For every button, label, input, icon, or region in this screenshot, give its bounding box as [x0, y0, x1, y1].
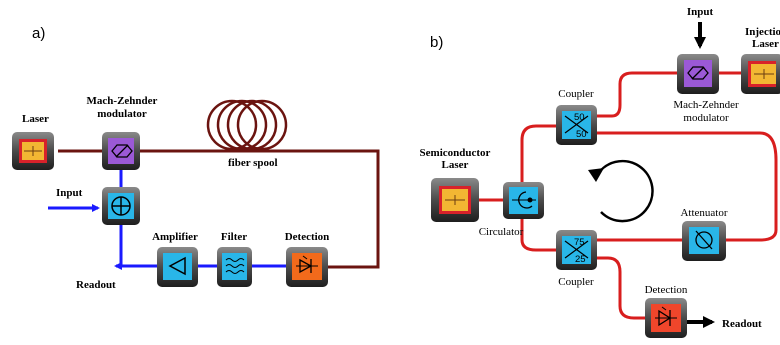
detection-b: [645, 298, 687, 338]
adder-a: [102, 187, 140, 225]
mzm-a-label-2: modulator: [97, 108, 147, 120]
circulator: [503, 182, 544, 219]
laser-a-label: Laser: [22, 113, 49, 125]
injection-laser-label-2: Laser: [752, 38, 779, 50]
injection-laser: [741, 54, 780, 94]
readout-a-label: Readout: [76, 279, 116, 291]
readout-b-label: Readout: [722, 318, 762, 330]
input-b-label: Input: [687, 6, 714, 18]
detection-a-label: Detection: [285, 231, 330, 243]
input-a-label: Input: [56, 187, 83, 199]
loop-direction-icon: [588, 159, 654, 223]
detection-b-label: Detection: [645, 284, 688, 296]
amplifier-a: [157, 247, 198, 287]
semiconductor-laser-label-2: Laser: [442, 159, 469, 171]
coupler-top-ratio-b: 50: [576, 129, 587, 140]
filter-a-label: Filter: [221, 231, 247, 243]
filter-a: [217, 247, 252, 287]
fiber-spool: [206, 99, 288, 151]
mzm-b: [677, 54, 719, 94]
injection-laser-label-1: Injection: [745, 26, 780, 38]
coupler-bottom-label: Coupler: [558, 276, 594, 288]
coupler-bottom-ratio-a: 75: [574, 237, 585, 248]
panel-b-label: b): [430, 34, 443, 51]
electric-path-a: [48, 170, 286, 270]
fiber-path-a: [58, 149, 380, 269]
attenuator-label: Attenuator: [680, 207, 727, 219]
panel-a-label: a): [32, 25, 45, 42]
coupler-top: 50 50: [556, 105, 597, 145]
mzm-a-label-1: Mach-Zehnder: [87, 95, 158, 107]
coupler-top-ratio-a: 50: [574, 112, 585, 123]
mzm-a: [102, 132, 140, 170]
mzm-b-label-1: Mach-Zehnder: [673, 99, 739, 111]
coupler-bottom-ratio-b: 25: [575, 254, 586, 265]
amplifier-a-label: Amplifier: [152, 231, 198, 243]
circulator-label: Circulator: [479, 226, 524, 238]
mzm-b-label-2: modulator: [683, 112, 729, 124]
semiconductor-laser: [431, 178, 479, 222]
coupler-bottom: 75 25: [556, 230, 597, 270]
fiber-spool-label: fiber spool: [228, 157, 278, 169]
laser-a: [12, 132, 54, 170]
detection-a: [286, 247, 328, 287]
attenuator: [682, 221, 726, 261]
coupler-top-label: Coupler: [558, 88, 594, 100]
semiconductor-laser-label-1: Semiconductor: [420, 147, 491, 159]
